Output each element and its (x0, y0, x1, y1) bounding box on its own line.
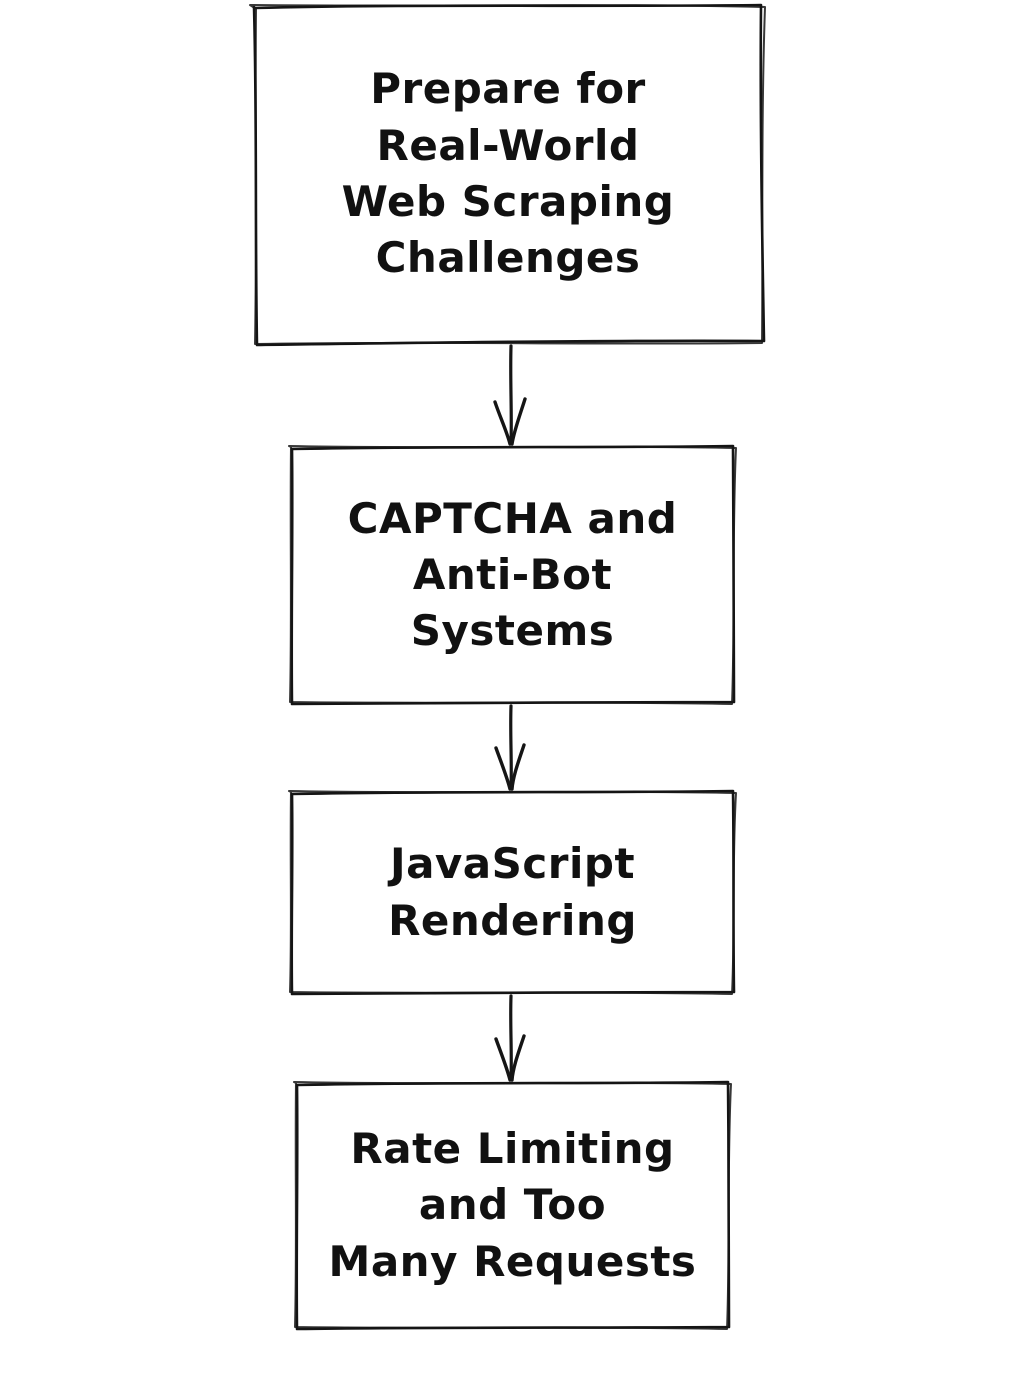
node-rate-limiting-label: Rate Limiting and Too Many Requests (328, 1124, 697, 1286)
edge-arrow-1 (493, 344, 527, 446)
node-rate-limiting: Rate Limiting and Too Many Requests (296, 1082, 729, 1329)
node-js-rendering: JavaScript Rendering (291, 791, 734, 994)
node-prepare-label: Prepare for Real-World Web Scraping Chal… (341, 64, 675, 283)
edge-arrow-2 (494, 704, 526, 791)
node-captcha-label: CAPTCHA and Anti-Bot Systems (347, 493, 678, 656)
node-prepare: Prepare for Real-World Web Scraping Chal… (253, 4, 763, 344)
node-captcha: CAPTCHA and Anti-Bot Systems (291, 446, 734, 704)
node-js-rendering-label: JavaScript Rendering (388, 839, 637, 945)
edge-arrow-3 (494, 994, 526, 1082)
